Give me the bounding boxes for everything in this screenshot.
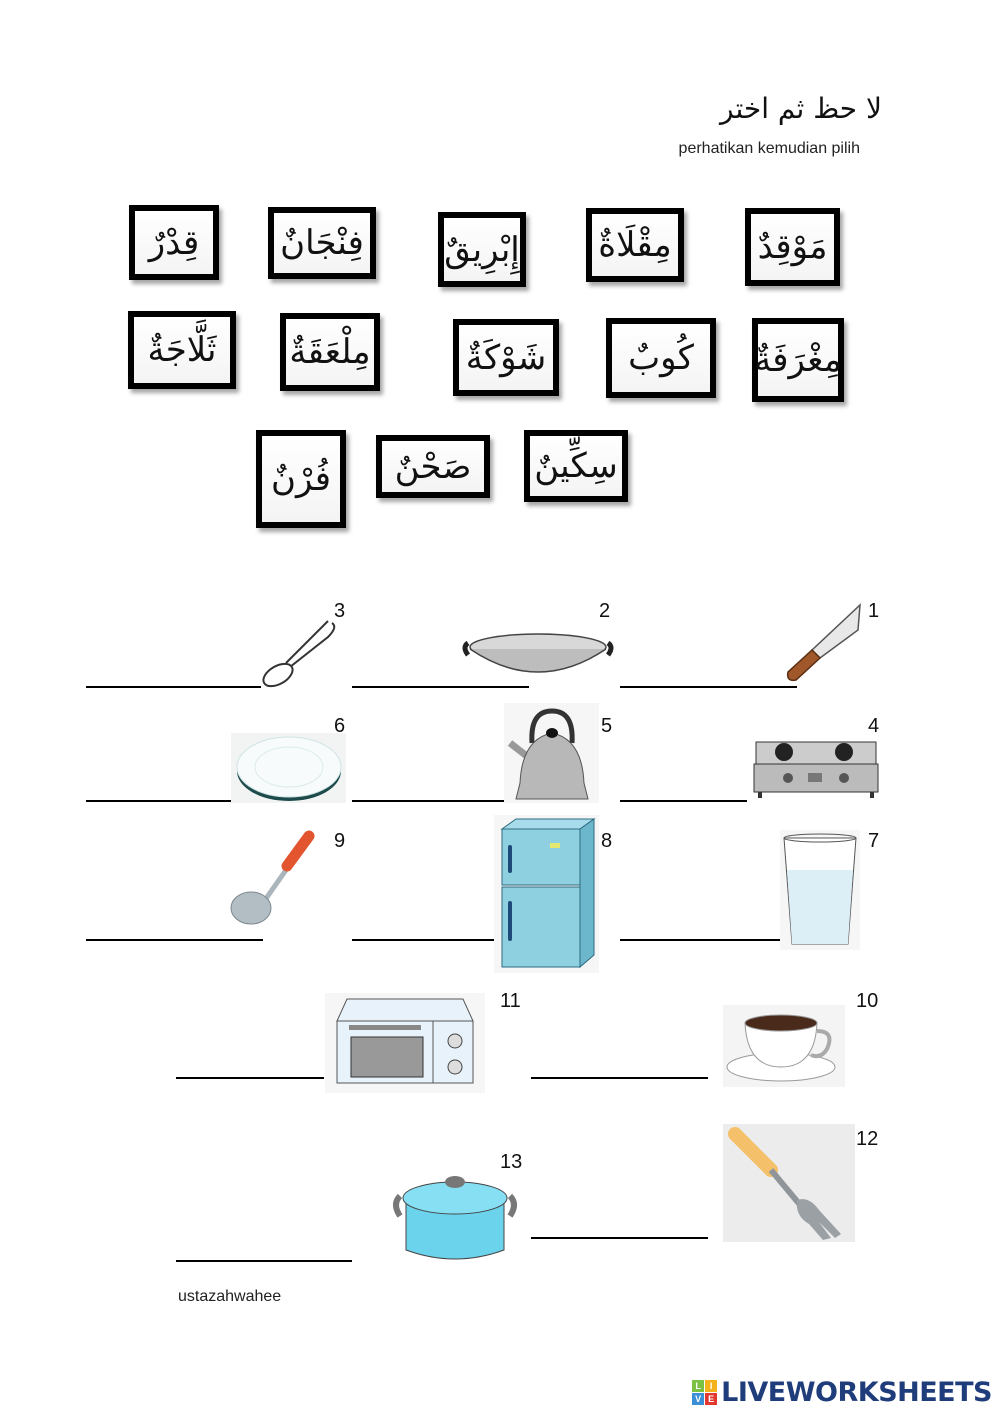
item-number: 2	[599, 600, 611, 622]
logo-letter: L	[692, 1380, 705, 1392]
gas-stove-icon	[753, 741, 879, 798]
answer-blank-glass[interactable]	[620, 939, 782, 941]
answer-blank-pot[interactable]	[176, 1260, 352, 1262]
word-card[interactable]: ثَلَّاجَةٌ	[128, 311, 236, 389]
word-card[interactable]: سِكِّينٌ	[524, 430, 628, 502]
word-card[interactable]: كُوبٌ	[606, 318, 716, 398]
spoon-icon	[262, 620, 336, 688]
pot-icon	[393, 1176, 517, 1260]
author-credit: ustazahwahee	[178, 1288, 282, 1305]
answer-blank-wok[interactable]	[352, 686, 529, 688]
ladle-icon	[230, 830, 315, 925]
cup-icon	[723, 1005, 845, 1087]
item-number: 6	[334, 715, 346, 737]
item-number: 5	[601, 715, 613, 737]
item-number: 10	[856, 990, 879, 1012]
answer-blank-refrigerator[interactable]	[352, 939, 494, 941]
word-card[interactable]: شَوْكَةٌ	[453, 319, 559, 396]
oven-icon	[325, 993, 485, 1093]
answer-blank-plate[interactable]	[86, 800, 262, 802]
item-number: 9	[334, 830, 346, 852]
word-card[interactable]: صَحْنٌ	[376, 435, 490, 498]
answer-blank-fork[interactable]	[531, 1237, 708, 1239]
word-card[interactable]: فِنْجَانٌ	[268, 207, 376, 279]
word-card[interactable]: مِغْرَفَةٌ	[752, 318, 844, 402]
item-number: 12	[856, 1128, 879, 1150]
item-number: 4	[868, 715, 880, 737]
item-number: 3	[334, 600, 346, 622]
answer-blank-cup[interactable]	[531, 1077, 708, 1079]
answer-blank-kettle[interactable]	[352, 800, 504, 802]
word-card[interactable]: قِدْرٌ	[129, 205, 219, 280]
logo-letter: E	[705, 1393, 718, 1405]
logo-letter: I	[705, 1380, 718, 1392]
word-card[interactable]: فُرْنٌ	[256, 430, 346, 528]
item-number: 8	[601, 830, 613, 852]
answer-blank-ladle[interactable]	[86, 939, 263, 941]
title-arabic: لا حظ ثم اختر	[720, 92, 882, 125]
word-card[interactable]: مِقْلَاةٌ	[586, 208, 684, 282]
knife-icon	[786, 603, 861, 682]
title-latin: perhatikan kemudian pilih	[678, 140, 860, 157]
item-number: 11	[500, 990, 521, 1012]
answer-blank-gas-stove[interactable]	[620, 800, 747, 802]
wok-icon	[462, 633, 614, 673]
refrigerator-icon	[494, 815, 599, 973]
answer-blank-knife[interactable]	[620, 686, 797, 688]
word-card[interactable]: إِبْرِيقٌ	[438, 212, 526, 287]
item-number: 13	[500, 1151, 523, 1173]
word-card[interactable]: مَوْقِدٌ	[745, 208, 840, 286]
logo-text: LIVEWORKSHEETS	[721, 1377, 992, 1408]
item-number: 1	[868, 600, 880, 622]
glass-icon	[780, 830, 860, 950]
word-card[interactable]: مِلْعَقَةٌ	[280, 313, 380, 391]
answer-blank-oven[interactable]	[176, 1077, 324, 1079]
answer-blank-spoon[interactable]	[86, 686, 261, 688]
item-number: 7	[868, 830, 880, 852]
fork-icon	[723, 1124, 855, 1242]
logo-letter: V	[692, 1393, 705, 1405]
plate-icon	[231, 733, 346, 803]
kettle-icon	[504, 703, 599, 803]
